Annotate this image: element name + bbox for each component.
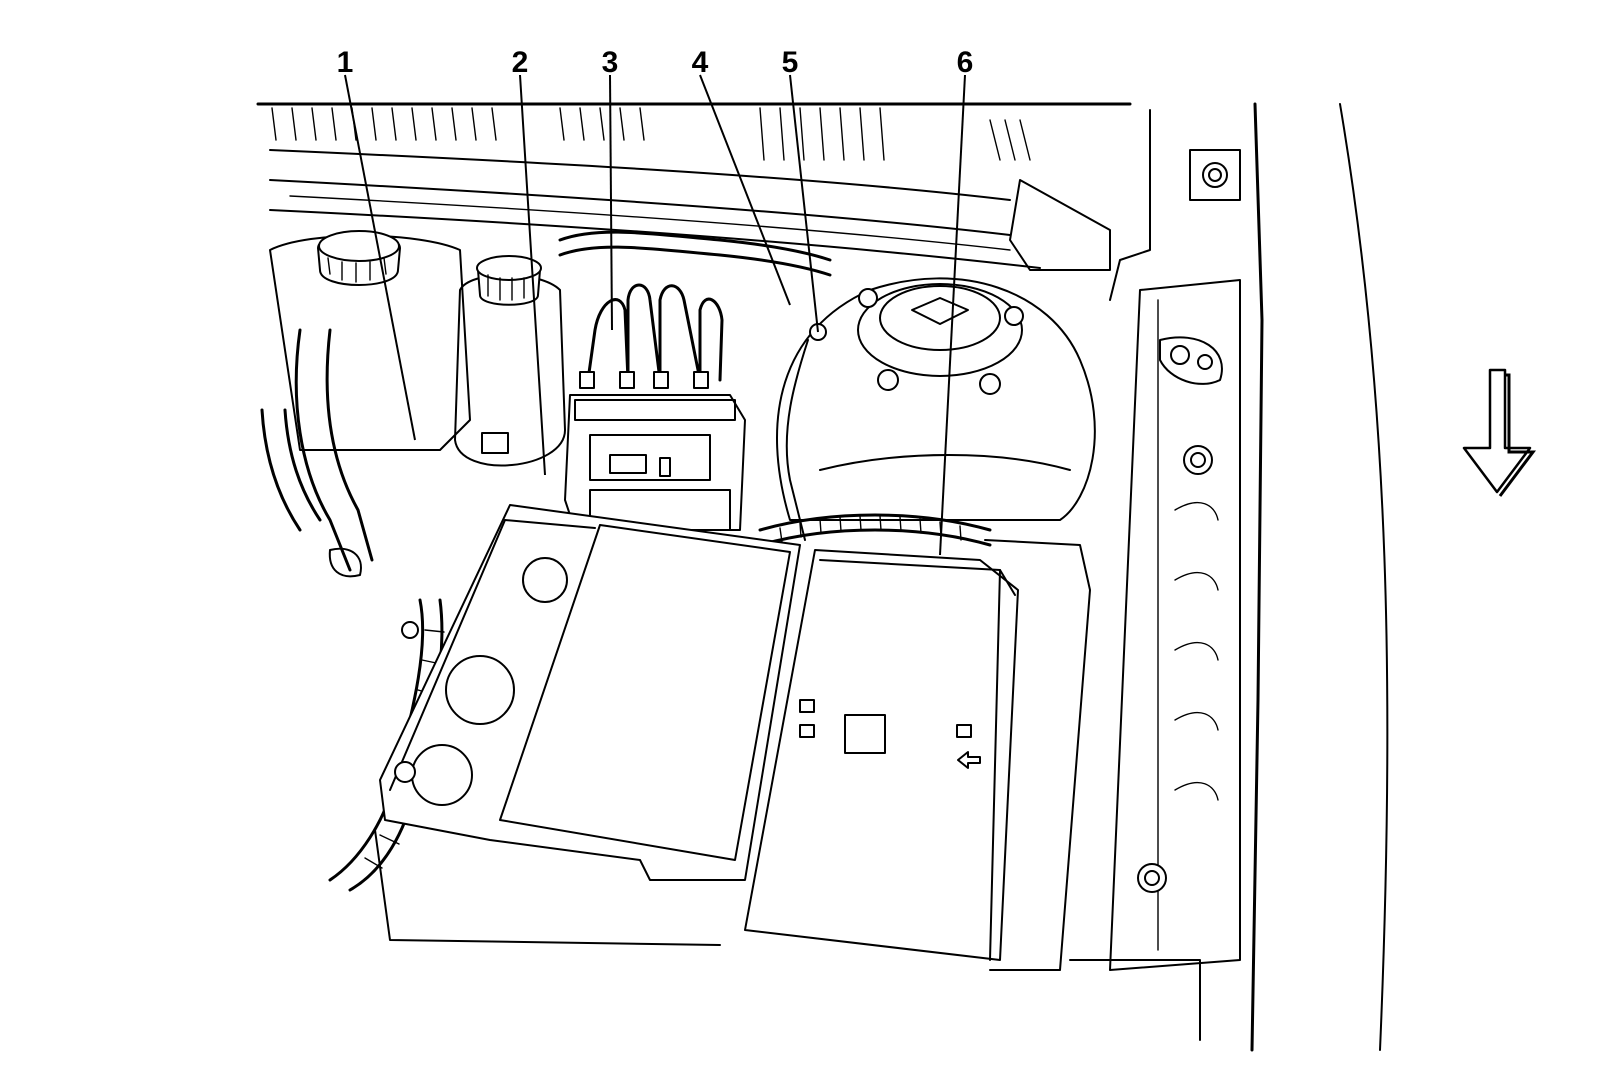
- callout-3: 3: [602, 46, 619, 79]
- leader-line-4: [699, 74, 791, 306]
- callout-6: 6: [957, 46, 974, 79]
- callout-1: 1: [337, 46, 354, 79]
- fender-apron: [1009, 102, 1389, 1052]
- sensor-wire: [785, 323, 827, 541]
- down-arrow-icon: [1462, 368, 1536, 497]
- brake-fluid-reservoir: [454, 255, 566, 467]
- leader-line-3: [609, 74, 613, 331]
- abs-modulator: [564, 283, 746, 531]
- leader-line-5: [789, 74, 819, 333]
- underhood-fuse-block: [744, 539, 1201, 1041]
- callout-2: 2: [512, 46, 529, 79]
- radiator-hose: [260, 328, 374, 578]
- callout-4: 4: [692, 46, 709, 79]
- battery: [374, 504, 801, 946]
- leader-line-6: [939, 74, 966, 556]
- leader-line-2: [519, 74, 546, 476]
- strut-tower: [776, 277, 1096, 521]
- callout-5: 5: [782, 46, 799, 79]
- callout-labels: 1 2 3 4 5 6: [337, 46, 974, 79]
- leader-line-1: [344, 74, 416, 441]
- callout-leaders: [344, 74, 966, 556]
